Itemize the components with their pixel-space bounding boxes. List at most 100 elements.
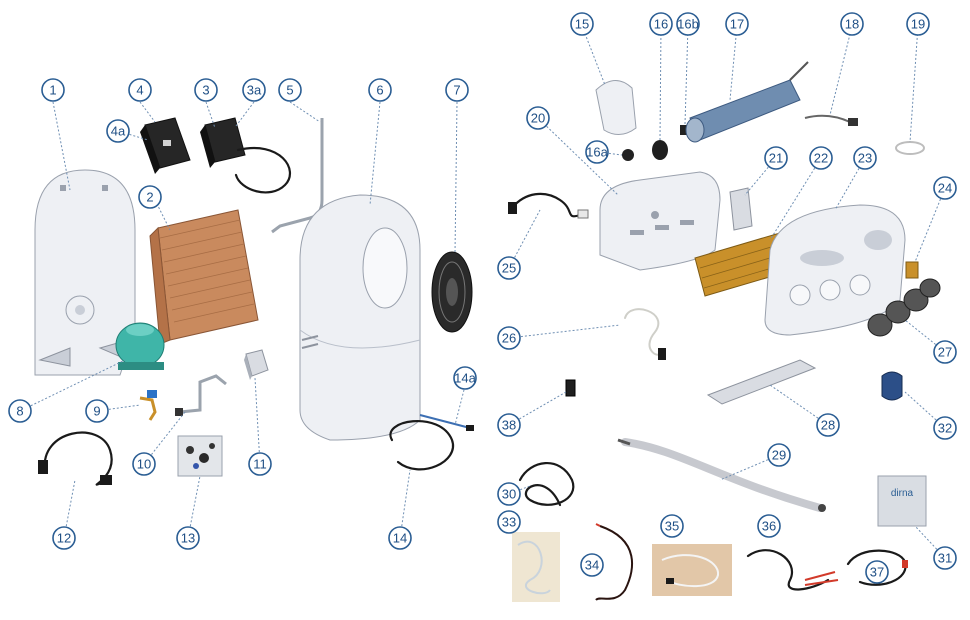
svg-text:38: 38 (502, 418, 516, 433)
svg-text:3: 3 (202, 83, 209, 98)
badge-16a: 16a (585, 140, 609, 164)
svg-text:16: 16 (654, 17, 668, 32)
badge-33: 33 (497, 510, 521, 534)
svg-text:18: 18 (845, 17, 859, 32)
svg-text:4: 4 (136, 83, 143, 98)
badge-28: 28 (816, 413, 840, 437)
badge-22: 22 (809, 146, 833, 170)
svg-text:28: 28 (821, 418, 835, 433)
badge-11: 11 (248, 452, 272, 476)
part-18-sensor-wire (804, 114, 858, 126)
badge-17: 17 (725, 12, 749, 36)
badge-35: 35 (660, 514, 684, 538)
svg-text:8: 8 (16, 404, 23, 419)
svg-text:1: 1 (49, 83, 56, 98)
svg-text:9: 9 (93, 404, 100, 419)
badge-30: 30 (497, 482, 521, 506)
svg-text:14: 14 (393, 531, 407, 546)
part-28-drip-tray (706, 359, 817, 405)
badge-4a: 4a (106, 119, 130, 143)
svg-text:33: 33 (502, 515, 516, 530)
svg-text:32: 32 (938, 421, 952, 436)
svg-text:30: 30 (502, 487, 516, 502)
part-37-power-cable (846, 549, 908, 586)
svg-text:3a: 3a (247, 83, 262, 98)
part-21-bracket (729, 187, 753, 231)
badge-6: 6 (368, 78, 392, 102)
badge-16b: 16b (676, 12, 700, 36)
svg-text:22: 22 (814, 151, 828, 166)
badge-21: 21 (764, 146, 788, 170)
part-3-control-box (200, 117, 291, 194)
badge-20: 20 (526, 106, 550, 130)
badge-5: 5 (278, 78, 302, 102)
svg-text:16a: 16a (586, 145, 608, 160)
badge-10: 10 (132, 452, 156, 476)
badge-34: 34 (580, 553, 604, 577)
leader-lines (19, 25, 946, 559)
svg-text:10: 10 (137, 457, 151, 472)
badge-15: 15 (570, 12, 594, 36)
part-26-cable-white (624, 308, 666, 360)
svg-text:25: 25 (502, 261, 516, 276)
svg-text:34: 34 (585, 558, 599, 573)
part-12-cable (38, 431, 113, 486)
badge-2: 2 (138, 185, 162, 209)
badge-16: 16 (649, 12, 673, 36)
badge-38: 38 (497, 413, 521, 437)
svg-text:36: 36 (762, 519, 776, 534)
svg-text:15: 15 (575, 17, 589, 32)
svg-text:23: 23 (858, 151, 872, 166)
svg-text:5: 5 (286, 83, 293, 98)
svg-text:24: 24 (938, 181, 952, 196)
svg-text:16b: 16b (677, 17, 699, 32)
svg-text:14a: 14a (454, 371, 476, 386)
svg-text:37: 37 (870, 565, 884, 580)
svg-text:13: 13 (181, 531, 195, 546)
part-17-blower (685, 61, 809, 143)
part-2-condenser (149, 209, 259, 345)
svg-text:6: 6 (376, 83, 383, 98)
badge-18: 18 (840, 12, 864, 36)
part-6-front-cover (299, 194, 421, 441)
badge-19: 19 (906, 12, 930, 36)
part-23-inner-cover (764, 204, 906, 336)
part-7-fan (431, 251, 473, 333)
badge-32: 32 (933, 416, 957, 440)
badge-27: 27 (933, 340, 957, 364)
svg-text:17: 17 (730, 17, 744, 32)
part-13-hardware-kit (177, 435, 223, 477)
badge-3a: 3a (242, 78, 266, 102)
part-29-hose (617, 438, 826, 512)
part-34-wire (595, 523, 634, 601)
part-33-wire-bundle (512, 532, 560, 602)
svg-text:2: 2 (146, 190, 153, 205)
badge-37: 37 (865, 560, 889, 584)
part-36-power-cable (746, 549, 839, 591)
badge-26: 26 (497, 326, 521, 350)
badge-3: 3 (194, 78, 218, 102)
badge-14: 14 (388, 526, 412, 550)
badge-7: 7 (445, 78, 469, 102)
part-15-drain-housing (595, 80, 637, 135)
svg-text:7: 7 (453, 83, 460, 98)
badge-24: 24 (933, 176, 957, 200)
part-10-capillary-pipe (175, 374, 227, 416)
part-38-connector (565, 379, 576, 397)
part-14-harness (389, 414, 474, 471)
part-11-capacitor (244, 349, 269, 380)
svg-text:27: 27 (938, 345, 952, 360)
svg-text:21: 21 (769, 151, 783, 166)
part-25-cable (508, 192, 589, 219)
part-4-relay-box (140, 117, 191, 174)
part-27-knobs (867, 278, 941, 337)
part-19-clip (895, 141, 925, 155)
part-8-compressor (115, 322, 165, 370)
part-31-document-pack: dirna (877, 475, 927, 527)
badge-29: 29 (767, 443, 791, 467)
svg-text:11: 11 (253, 457, 267, 472)
badge-23: 23 (853, 146, 877, 170)
badge-14a: 14a (453, 366, 477, 390)
